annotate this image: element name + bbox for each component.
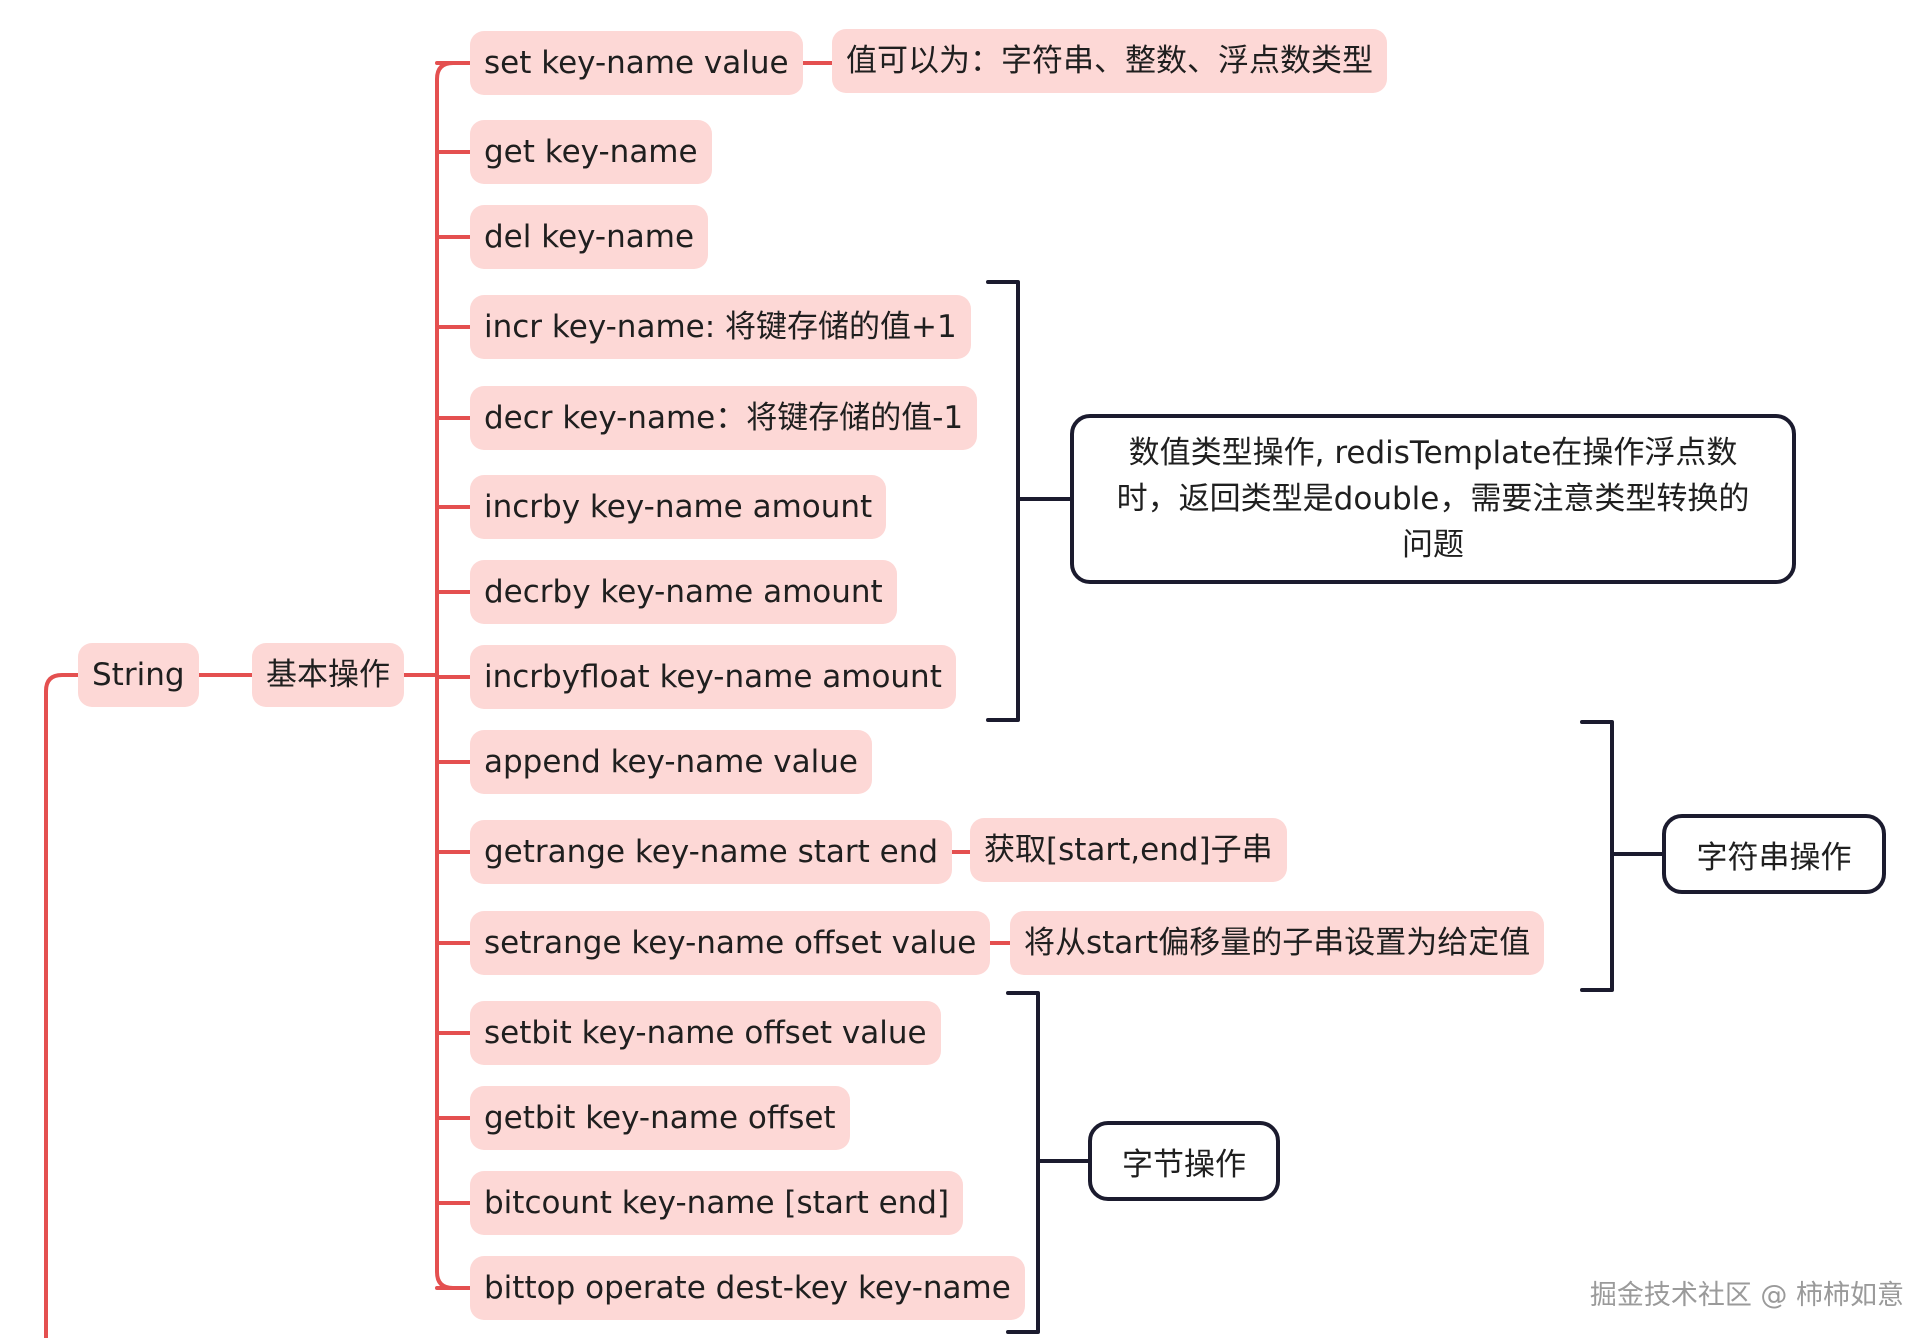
node-root-string[interactable]: String xyxy=(78,643,199,707)
connector-root-trunk xyxy=(44,673,80,1338)
node-cmd-set[interactable]: set key-name value xyxy=(470,31,803,95)
node-basic-operations[interactable]: 基本操作 xyxy=(252,643,404,707)
group-byte-ops[interactable]: 字节操作 xyxy=(1088,1121,1280,1201)
group-numeric-line-2: 时，返回类型是double，需要注意类型转换的 xyxy=(1116,481,1750,517)
bracket-string xyxy=(1580,720,1614,992)
node-cmd-getrange[interactable]: getrange key-name start end xyxy=(470,820,953,884)
node-cmd-append[interactable]: append key-name value xyxy=(470,730,872,794)
group-string-ops[interactable]: 字符串操作 xyxy=(1662,814,1886,894)
node-cmd-setrange[interactable]: setrange key-name offset value xyxy=(470,911,991,975)
node-cmd-get[interactable]: get key-name xyxy=(470,120,712,184)
bracket-numeric xyxy=(986,280,1020,722)
node-cmd-incrby[interactable]: incrby key-name amount xyxy=(470,475,887,539)
watermark: 掘金技术社区 @ 柿柿如意 xyxy=(1589,1280,1904,1311)
group-numeric-line-1: 数值类型操作, redisTemplate在操作浮点数 xyxy=(1128,435,1738,471)
node-cmd-bitcount[interactable]: bitcount key-name [start end] xyxy=(470,1171,964,1235)
node-note-set[interactable]: 值可以为：字符串、整数、浮点数类型 xyxy=(832,29,1387,93)
node-cmd-decr[interactable]: decr key-name：将键存储的值-1 xyxy=(470,386,978,450)
node-cmd-getbit[interactable]: getbit key-name offset xyxy=(470,1086,850,1150)
node-cmd-incrbyfloat[interactable]: incrbyfloat key-name amount xyxy=(470,645,956,709)
node-cmd-incr[interactable]: incr key-name: 将键存储的值+1 xyxy=(470,295,971,359)
group-numeric-line-3: 问题 xyxy=(1402,527,1464,563)
node-cmd-setbit[interactable]: setbit key-name offset value xyxy=(470,1001,941,1065)
node-note-getrange[interactable]: 获取[start,end]子串 xyxy=(970,818,1287,882)
node-cmd-decrby[interactable]: decrby key-name amount xyxy=(470,560,897,624)
node-note-setrange[interactable]: 将从start偏移量的子串设置为给定值 xyxy=(1010,911,1545,975)
group-numeric-ops[interactable]: 数值类型操作, redisTemplate在操作浮点数 时，返回类型是doubl… xyxy=(1070,414,1796,584)
node-cmd-bittop[interactable]: bittop operate dest-key key-name xyxy=(470,1256,1025,1320)
node-cmd-del[interactable]: del key-name xyxy=(470,205,709,269)
